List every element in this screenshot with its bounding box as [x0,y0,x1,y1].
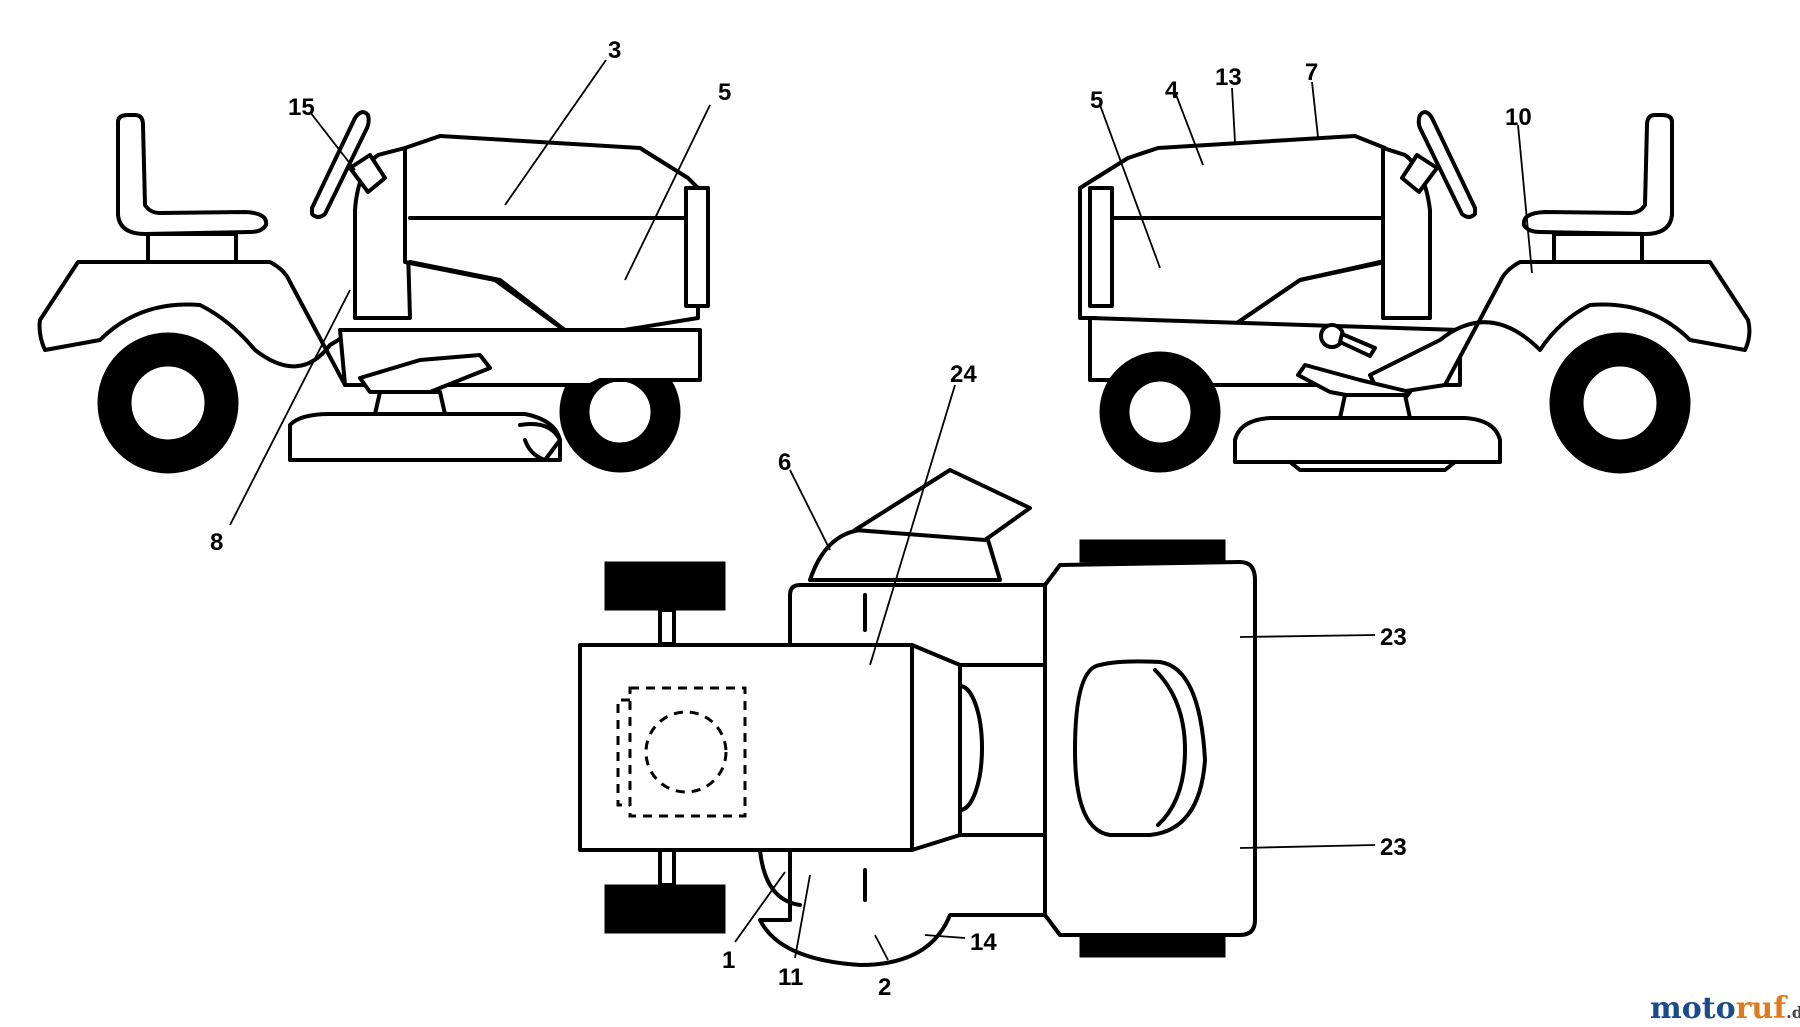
fender-body-right [1368,260,1752,397]
rear-tyre-top-upper [604,561,726,611]
rear-tyre-top-lower [604,884,726,934]
grille-left [684,186,710,308]
callout-7: 7 [1305,59,1318,86]
tractor-left-view [37,110,710,474]
watermark-prefix: moto [1650,991,1736,1026]
seat-right [1521,113,1674,236]
callout-5-right: 5 [1090,87,1103,114]
callout-24: 24 [950,361,977,388]
front-tyre-top-upper [1079,539,1226,563]
engine-flywheel-outline [644,710,728,794]
watermark-suffix: ruf [1736,991,1789,1026]
callout-5-left: 5 [718,79,731,106]
callout-8: 8 [210,529,223,556]
pedestal-right [1338,393,1412,420]
tractor-right-view [1078,110,1752,474]
axle-upper [658,608,676,646]
callout-labels: 3 5 15 8 4 13 7 5 10 24 6 23 23 1 11 2 1… [210,37,1532,1001]
callout-23-upper: 23 [1380,624,1407,651]
callout-4: 4 [1165,77,1179,104]
callout-10: 10 [1505,104,1532,131]
hood-left [403,134,700,340]
callout-13: 13 [1215,64,1242,91]
seat-top [1073,659,1207,837]
mower-deck-left [288,412,562,462]
grille-right [1088,186,1114,308]
callout-6: 6 [778,449,791,476]
foot-pedal-left [358,353,492,394]
callout-1: 1 [722,947,735,974]
steering-shaft-right [1400,153,1439,194]
leader-lines [229,59,1533,961]
hood-right [1078,134,1387,340]
steering-wheel-right [1416,110,1477,219]
callout-2: 2 [878,974,891,1001]
hood-top [578,643,914,852]
watermark-logo: motoruf.de [1650,991,1800,1026]
svg-text:motoruf.de: motoruf.de [1650,991,1800,1026]
callout-3: 3 [608,37,621,64]
pedestal-left [373,390,447,416]
steering-wheel-left [310,110,371,219]
callout-15: 15 [288,94,315,121]
callout-14: 14 [970,929,997,956]
callout-23-lower: 23 [1380,834,1407,861]
front-tyre-top-lower [1079,934,1226,958]
callout-11: 11 [778,964,803,991]
seat-left [116,113,269,236]
seat-base-left [146,232,238,264]
watermark-tld: .de [1786,1003,1800,1022]
axle-lower [658,848,676,887]
hood-neck [910,643,962,852]
deck-chute-left [518,422,562,462]
steering-shaft-left [348,153,387,194]
lever-right [1338,332,1377,358]
engine-outline [628,686,747,818]
seat-base-right [1552,232,1644,264]
chute-deflector [853,468,1032,542]
tractor-top-view [578,468,1257,967]
mower-deck-right [1233,416,1502,464]
